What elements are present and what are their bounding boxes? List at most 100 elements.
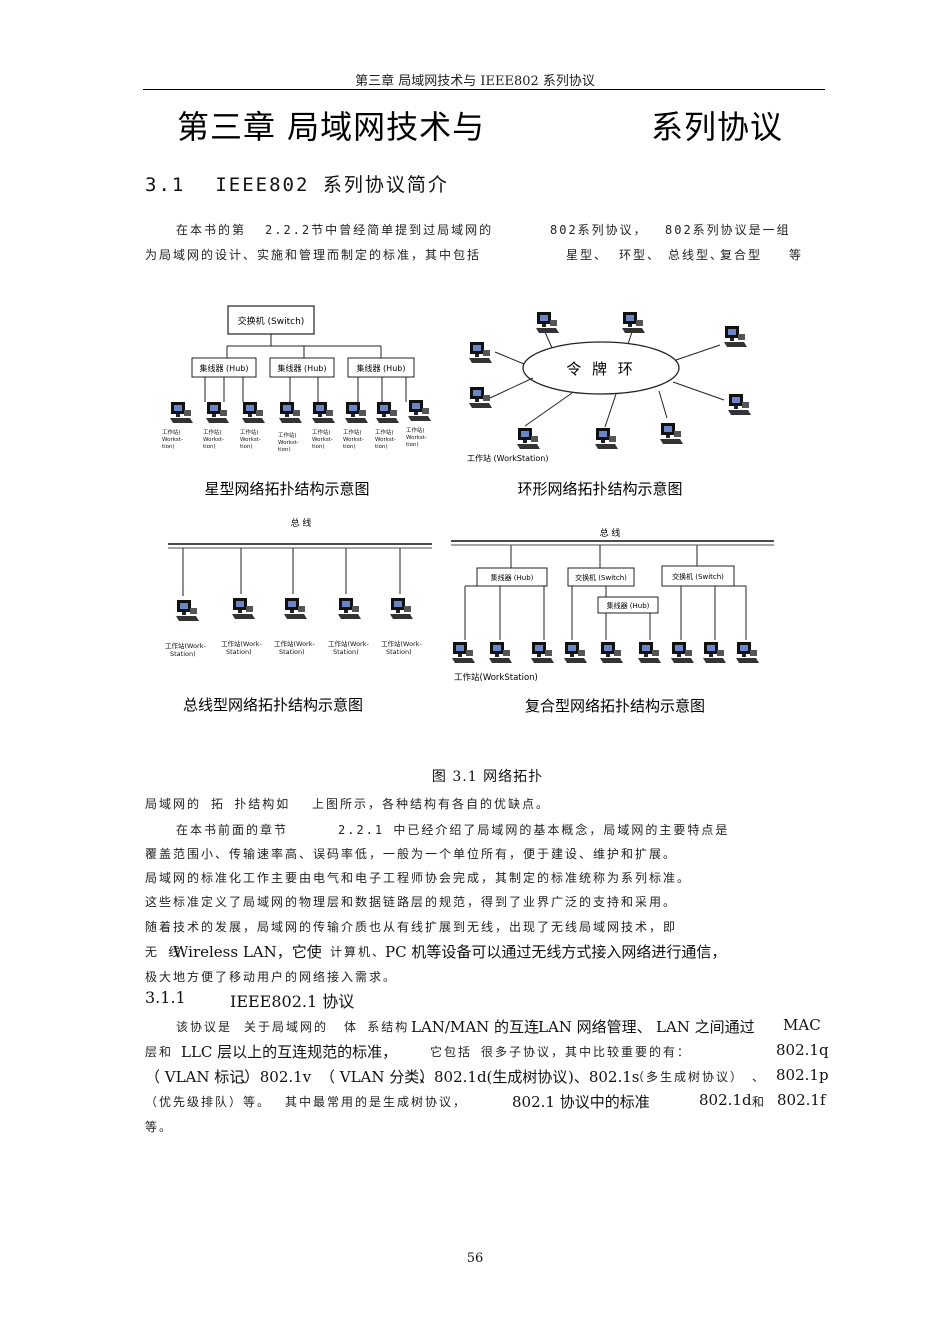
hub-label: 集线器 (Hub) [357, 363, 406, 373]
section-number: 3.1 [145, 174, 186, 196]
intro-text: 环型、 [619, 248, 662, 262]
intro-text: 为局域网的设计、实施和管理而制定的标准，其中包括 [145, 248, 482, 262]
ws-label: Station) [226, 648, 252, 656]
body-text: 802.1f [777, 1091, 826, 1109]
intro-text: 802系列协议， [550, 223, 648, 237]
body-text: 、802.1d(生成树协议 [419, 1068, 568, 1086]
body-text: LAN 网络管理、 [538, 1018, 652, 1036]
bus-label: 总 线 [291, 517, 312, 529]
star-caption: 星型网络拓扑结构示意图 [204, 480, 369, 498]
body-text: 局域网的 [145, 797, 202, 811]
ws-label: tion) [406, 442, 419, 448]
section-heading: 3.1 IEEE802 系列协议简介 [145, 170, 449, 197]
ring-topology-diagram: 令 牌 环 工作站 (WorkStation) [467, 312, 751, 463]
network-topology-figure: 交换机 (Switch) 集线器 (Hub) 集线器 (Hub) 集线器 (Hu… [162, 305, 774, 715]
ws-label: Workst- [406, 435, 427, 441]
body-text: 该协议是 [176, 1020, 233, 1034]
hybrid-ws-label: 工作站(WorkStation) [454, 672, 538, 683]
intro-text: 2.2.2节中曾经简单提到过局域网的 [265, 223, 494, 237]
body-text: LLC 层以上的互连规范的标准， [181, 1043, 398, 1061]
hub-label: 集线器 (Hub) [491, 573, 534, 582]
ws-label: tion) [375, 444, 388, 450]
ws-label: 工作站( [312, 428, 331, 436]
switch-label: 交换机 (Switch) [575, 573, 627, 582]
body-text: 在本书前面的章节 [176, 823, 289, 837]
ws-label: 工作站(Work- [274, 639, 315, 648]
ws-label: 工作站(Work- [221, 639, 262, 648]
bus-topology-diagram: 总 线 工作站(Work- Station) 工作站(Work- Station… [165, 517, 432, 658]
body-text: 拓 扑结构如 [211, 797, 291, 811]
body-text: 随着技术的发展，局域网的传输介质也从有线扩展到无线，出现了无线局域网技术，即 [145, 920, 678, 934]
body-text: 无 线 [145, 945, 183, 959]
ring-ws-label: 工作站 (WorkStation) [467, 453, 548, 463]
ws-label: 工作站( [375, 428, 394, 436]
intro-text: 总线型、 [668, 248, 725, 262]
body-text: （优先级排队）等。 [145, 1095, 272, 1109]
header-rule [143, 89, 825, 90]
ws-label: tion) [240, 444, 253, 450]
body-text: LAN/MAN 的互连 [411, 1018, 540, 1036]
body-text: 极大地方便了移动用户的网络接入需求。 [145, 970, 398, 984]
body-text: LAN 之间通过 [656, 1018, 755, 1036]
body-text: 其中最常用的是生成树协议， [285, 1095, 468, 1109]
body-text: 、 802.1v [240, 1068, 312, 1086]
ws-label: tion) [162, 444, 175, 450]
section-title: IEEE802 系列协议简介 [215, 174, 449, 196]
ws-label: tion) [278, 447, 291, 453]
hub-label: 集线器 (Hub) [200, 363, 249, 373]
body-text: 802.1q [776, 1041, 829, 1059]
body-text: 802.1p [776, 1066, 829, 1084]
ws-label: Station) [279, 648, 305, 656]
ws-label: Workst- [312, 437, 333, 443]
ws-label: 工作站( [278, 431, 297, 439]
ws-label: 工作站( [240, 428, 259, 436]
body-text: 体 系结构 [344, 1020, 410, 1034]
body-text: 和 [752, 1095, 767, 1109]
body-text: 覆盖范围小、传输速率高、误码率低，一般为一个单位所有，便于建设、维护和扩展。 [145, 847, 678, 861]
ws-label: tion) [203, 444, 216, 450]
body-text: （多生成树协议） [632, 1070, 745, 1084]
body-text: 很多子协议，其中比较重要的有： [481, 1045, 692, 1059]
body-text: 上图所示，各种结构有各自的优缺点。 [312, 797, 551, 811]
intro-text: 复合型 [720, 248, 763, 262]
ws-label: 工作站(Work- [328, 639, 369, 648]
ws-label: 工作站( [203, 428, 222, 436]
ws-label: Workst- [203, 437, 224, 443]
body-text: 等。 [145, 1120, 174, 1134]
star-topology-diagram: 交换机 (Switch) 集线器 (Hub) 集线器 (Hub) 集线器 (Hu… [162, 305, 431, 453]
subsection-number: 3.1.1 [145, 988, 186, 1007]
subsection-title: IEEE802.1 协议 [230, 992, 355, 1011]
ws-label: Workst- [162, 437, 183, 443]
page-number: 56 [466, 1251, 484, 1266]
ws-label: tion) [312, 444, 325, 450]
ws-label: 工作站( [343, 428, 362, 436]
body-text: )、802.1s [568, 1068, 640, 1086]
ws-label: Workst- [240, 437, 261, 443]
body-text: 局域网的标准化工作主要由电气和电子工程师协会完成，其制定的标准统称为系列标准。 [145, 871, 692, 885]
intro-text: 等 [789, 248, 804, 262]
chapter-title-right: 系列协议 [651, 108, 784, 146]
body-text: 、 [752, 1070, 767, 1084]
body-text: MAC [783, 1016, 821, 1034]
chapter-title-left: 第三章 局域网技术与 [177, 108, 486, 146]
hybrid-caption: 复合型网络拓扑结构示意图 [525, 697, 705, 715]
ws-label: Station) [333, 648, 359, 656]
token-ring-label: 令 牌 环 [566, 360, 636, 378]
body-text: （ VLAN 标记） [145, 1068, 260, 1086]
body-text: 它包括 [430, 1045, 473, 1059]
ws-label: 工作站( [406, 426, 425, 434]
body-text: 层和 [145, 1045, 174, 1059]
body-text: 2.2.1 中已经介绍了局域网的基本概念，局域网的主要特点是 [338, 823, 730, 837]
ws-label: 工作站( [162, 428, 181, 436]
ws-label: Workst- [343, 437, 364, 443]
figure-caption: 图 3.1 网络拓扑 [431, 769, 544, 785]
hub-label: 集线器 (Hub) [278, 363, 327, 373]
hybrid-bus-label: 总 线 [600, 527, 621, 539]
bus-caption: 总线型网络拓扑结构示意图 [183, 696, 363, 714]
hub-label: 集线器 (Hub) [607, 601, 650, 610]
ws-label: 工作站(Work- [381, 639, 422, 648]
intro-text: 802系列协议是一组 [665, 223, 791, 237]
intro-text: 星型、 [566, 248, 609, 262]
switch-label: 交换机 (Switch) [238, 315, 305, 327]
body-text: 这些标准定义了局域网的物理层和数据链路层的规范，得到了业界广泛的支持和采用。 [145, 895, 678, 909]
